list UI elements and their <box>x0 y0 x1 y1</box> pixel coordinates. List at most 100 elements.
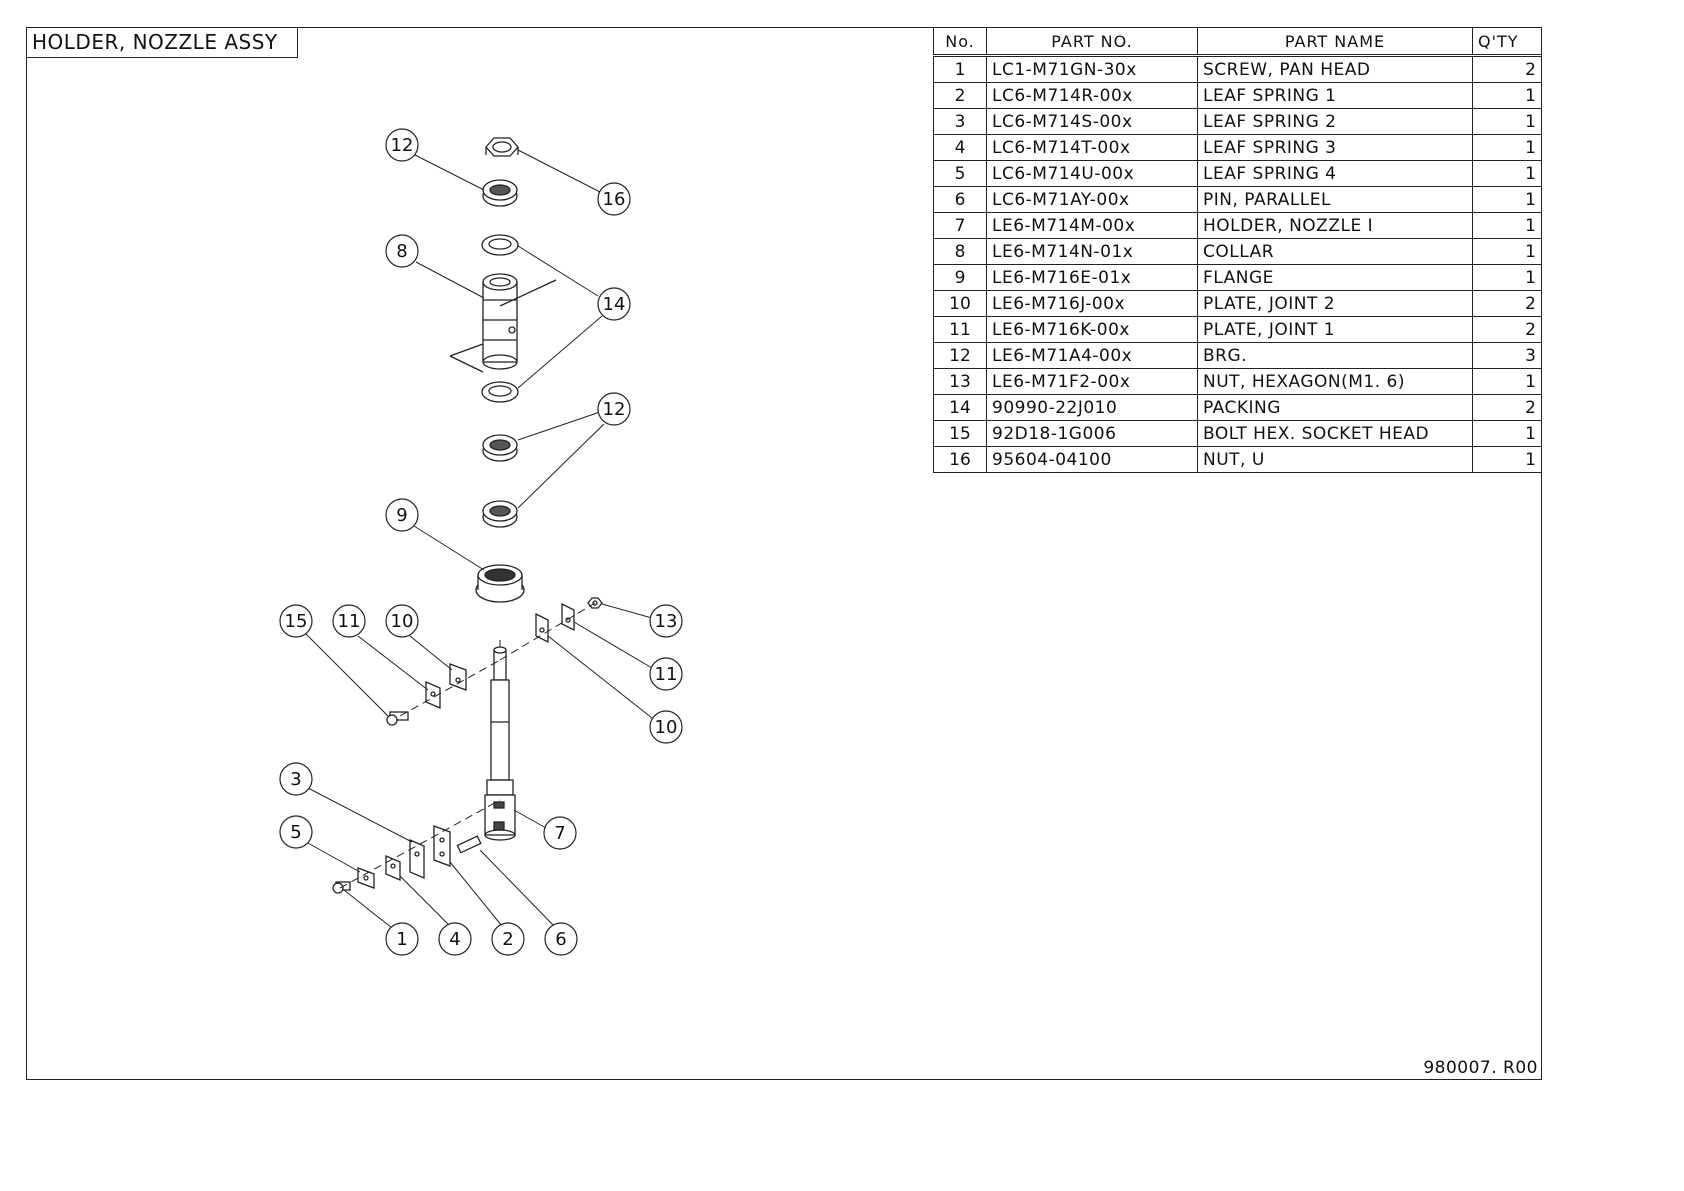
balloon-label-12-mid: 12 <box>603 399 626 420</box>
parallel-pin-part-6 <box>456 835 482 854</box>
balloon-1 <box>385 922 419 956</box>
leaf-spring-part-4 <box>385 855 401 881</box>
cell-part-no: 92D18-1G006 <box>986 420 1198 447</box>
drawing-frame <box>26 27 1542 1080</box>
balloon-6 <box>544 922 578 956</box>
balloon-12-mid <box>597 392 631 426</box>
document-code: 980007. R00 <box>1423 1058 1538 1078</box>
balloon-2 <box>491 922 525 956</box>
balloon-label-1: 1 <box>396 929 407 950</box>
cell-part-name: LEAF SPRING 1 <box>1197 82 1473 109</box>
balloon-label-10-left: 10 <box>391 611 414 632</box>
balloon-5 <box>279 815 313 849</box>
cell-no: 16 <box>933 446 987 473</box>
cell-qty: 1 <box>1472 108 1542 135</box>
drawing-title: HOLDER, NOZZLE ASSY <box>26 27 298 58</box>
balloon-label-16: 16 <box>603 189 626 210</box>
balloon-label-5: 5 <box>290 822 301 843</box>
cell-no: 11 <box>933 316 987 343</box>
cell-part-no: LE6-M716E-01x <box>986 264 1198 291</box>
cell-part-no: LC6-M714T-00x <box>986 134 1198 161</box>
joint-plate-part-11-left <box>425 681 441 709</box>
cell-qty: 1 <box>1472 446 1542 473</box>
cell-part-no: LC6-M714U-00x <box>986 160 1198 187</box>
bearing-part-12-top <box>482 179 518 207</box>
joint-plate-part-10-right <box>535 612 549 644</box>
left-assembly-dash <box>399 659 501 717</box>
cell-part-name: HOLDER, NOZZLE I <box>1197 212 1473 239</box>
balloon-label-3: 3 <box>290 769 301 790</box>
header-no: No. <box>933 27 987 56</box>
lower-assembly-dash <box>339 799 501 889</box>
balloon-9 <box>385 498 419 532</box>
packing-part-14-top <box>481 234 519 256</box>
balloon-10-left <box>385 604 419 638</box>
joint-plate-part-11-right <box>561 602 575 632</box>
cell-part-no: LC6-M714S-00x <box>986 108 1198 135</box>
socket-bolt-part-15 <box>386 711 409 726</box>
balloon-label-15: 15 <box>285 611 308 632</box>
cell-qty: 1 <box>1472 82 1542 109</box>
cell-part-name: FLANGE <box>1197 264 1473 291</box>
cell-qty: 2 <box>1472 394 1542 421</box>
leaf-spring-part-2 <box>433 825 451 867</box>
balloon-11-right <box>649 657 683 691</box>
balloon-label-4: 4 <box>449 929 460 950</box>
balloon-13 <box>649 604 683 638</box>
balloon-4 <box>438 922 472 956</box>
cell-part-no: 95604-04100 <box>986 446 1198 473</box>
balloon-label-13: 13 <box>655 611 678 632</box>
cell-no: 10 <box>933 290 987 317</box>
right-assembly-dash <box>499 602 596 661</box>
packing-part-14-bottom <box>481 381 519 403</box>
cell-part-name: PLATE, JOINT 2 <box>1197 290 1473 317</box>
joint-plate-part-10-left <box>449 663 467 691</box>
balloon-label-7: 7 <box>554 823 565 844</box>
balloon-10-right <box>649 710 683 744</box>
cell-part-no: LC6-M714R-00x <box>986 82 1198 109</box>
cell-part-name: PIN, PARALLEL <box>1197 186 1473 213</box>
exploded-view-diagram: 12 16 8 14 12 9 15 11 10 13 11 10 3 5 7 … <box>279 128 683 956</box>
balloon-3 <box>279 762 313 796</box>
balloon-7 <box>543 816 577 850</box>
cell-qty: 3 <box>1472 342 1542 369</box>
balloon-11-left <box>332 604 366 638</box>
balloon-8 <box>385 234 419 268</box>
leader-lines <box>305 149 653 929</box>
cell-part-name: PLATE, JOINT 1 <box>1197 316 1473 343</box>
cell-qty: 1 <box>1472 368 1542 395</box>
cell-part-name: NUT, U <box>1197 446 1473 473</box>
leaf-spring-part-5 <box>357 867 375 889</box>
table-header-row: No. PART NO. PART NAME Q'TY <box>933 27 1542 56</box>
collar-part-8 <box>482 273 518 370</box>
packing-bracket-lines <box>449 279 557 373</box>
cell-part-no: LE6-M714N-01x <box>986 238 1198 265</box>
balloon-label-6: 6 <box>555 929 566 950</box>
nozzle-holder-part-7 <box>484 646 516 841</box>
balloon-16 <box>597 182 631 216</box>
cell-no: 3 <box>933 108 987 135</box>
cell-qty: 2 <box>1472 316 1542 343</box>
cell-no: 7 <box>933 212 987 239</box>
header-part-name: PART NAME <box>1197 27 1473 56</box>
flange-part-9 <box>475 564 525 603</box>
cell-no: 9 <box>933 264 987 291</box>
nut-u-part-16 <box>485 137 519 157</box>
cell-part-name: BOLT HEX. SOCKET HEAD <box>1197 420 1473 447</box>
balloon-15 <box>279 604 313 638</box>
cell-no: 12 <box>933 342 987 369</box>
cell-part-no: LE6-M71A4-00x <box>986 342 1198 369</box>
cell-part-name: NUT, HEXAGON(M1. 6) <box>1197 368 1473 395</box>
balloon-label-11-left: 11 <box>338 611 361 632</box>
